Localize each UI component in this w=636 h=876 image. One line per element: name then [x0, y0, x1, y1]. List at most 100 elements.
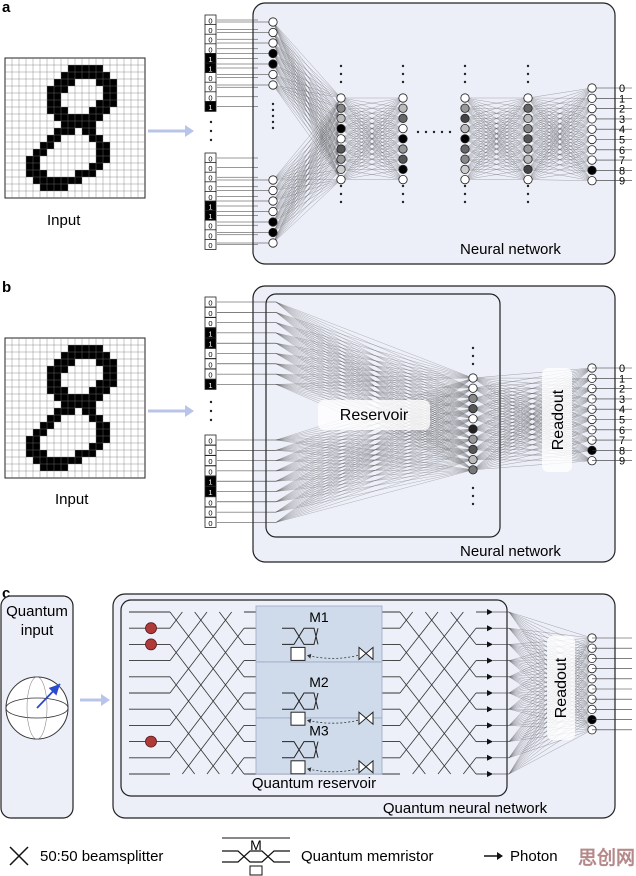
connection: [275, 439, 474, 523]
neuron: [268, 196, 278, 206]
neuron: [468, 403, 478, 414]
bit-cell: [204, 517, 217, 528]
photon-arrow: [487, 690, 493, 696]
ellipsis-dot: [401, 192, 405, 196]
connection: [527, 87, 593, 129]
photon-arrow: [487, 641, 493, 648]
connection: [464, 97, 529, 180]
beamsplitter-path: [219, 676, 232, 694]
connection: [340, 148, 404, 180]
neuron: [587, 104, 597, 114]
neuron: [468, 383, 478, 393]
photon-arrow: [487, 673, 493, 680]
neuron: [398, 124, 408, 134]
pixel: [47, 86, 54, 93]
pixel: [75, 352, 82, 359]
connection: [527, 179, 593, 181]
ellipsis-dot: [471, 502, 475, 506]
ellipsis-dot: [271, 126, 275, 130]
detector-box: [290, 646, 306, 661]
detector-box: [290, 760, 306, 775]
pixel: [82, 114, 89, 121]
readout-label-c: Readout: [553, 657, 570, 718]
pixel: [103, 107, 110, 114]
connection: [340, 97, 404, 180]
neuron: [587, 145, 597, 155]
beamsplitter-path: [399, 708, 413, 726]
pixel: [96, 394, 103, 401]
beamsplitter-path: [437, 627, 451, 645]
pixel: [54, 359, 61, 366]
neuron: [268, 48, 278, 59]
connection: [272, 97, 342, 223]
bit-value: 0: [208, 467, 212, 476]
connection: [527, 87, 593, 109]
bit-value: 0: [208, 155, 212, 164]
connection: [472, 398, 593, 470]
connection: [275, 398, 474, 523]
input-arrow-c: [80, 694, 110, 706]
neuron: [587, 83, 597, 93]
connection: [340, 97, 404, 129]
pixel: [103, 149, 110, 156]
pixel: [61, 121, 68, 128]
connection: [340, 97, 404, 160]
connection: [508, 611, 593, 649]
pixel: [47, 415, 54, 422]
connection: [340, 97, 404, 170]
pixel: [61, 72, 68, 79]
pixel: [40, 450, 47, 457]
ellipsis-dot: [526, 192, 530, 196]
beamsplitter-path: [194, 676, 208, 694]
pixel: [47, 184, 54, 191]
connection: [272, 97, 342, 191]
neuron: [398, 144, 408, 154]
neuron: [336, 124, 346, 134]
beamsplitter-path: [169, 741, 183, 759]
pixel: [96, 422, 103, 429]
input-arrow-a: [148, 125, 194, 137]
neuron: [523, 144, 533, 154]
pixel: [103, 93, 110, 100]
connection: [472, 367, 593, 470]
quantum-reservoir-label: Quantum reservoir: [252, 775, 376, 792]
pixel: [89, 72, 96, 79]
pixel: [89, 408, 96, 415]
beamsplitter-path: [412, 660, 426, 678]
pixel: [61, 457, 68, 464]
pixel: [89, 107, 96, 114]
quantum-network-label: Quantum neural network: [383, 800, 548, 817]
neuron: [268, 175, 278, 185]
pixel: [40, 429, 47, 436]
pixel: [103, 142, 110, 149]
output-digit: 0: [619, 363, 625, 375]
bit-value: 1: [208, 103, 212, 112]
pixel: [89, 128, 96, 135]
ellipsis-dot: [471, 494, 475, 498]
pixel: [96, 65, 103, 72]
connection: [464, 118, 529, 180]
pixel: [96, 352, 103, 359]
ellipsis-dot: [209, 120, 213, 124]
pixel: [82, 72, 89, 79]
connection: [272, 84, 342, 180]
connection: [272, 84, 342, 150]
connection: [340, 97, 404, 109]
beamsplitter-path: [450, 741, 464, 759]
neuron: [336, 113, 346, 124]
pixel: [47, 387, 54, 394]
pixel: [47, 100, 54, 107]
pixel: [103, 366, 110, 373]
pixel: [68, 457, 75, 464]
feedback-arrow: [306, 718, 359, 724]
photon-arrow: [487, 625, 493, 632]
ellipsis-dot: [526, 184, 530, 188]
beamsplitter-path: [206, 757, 220, 775]
connection: [527, 87, 593, 119]
connection: [275, 301, 474, 379]
neuron: [268, 27, 278, 38]
bit-cell: [204, 238, 217, 250]
